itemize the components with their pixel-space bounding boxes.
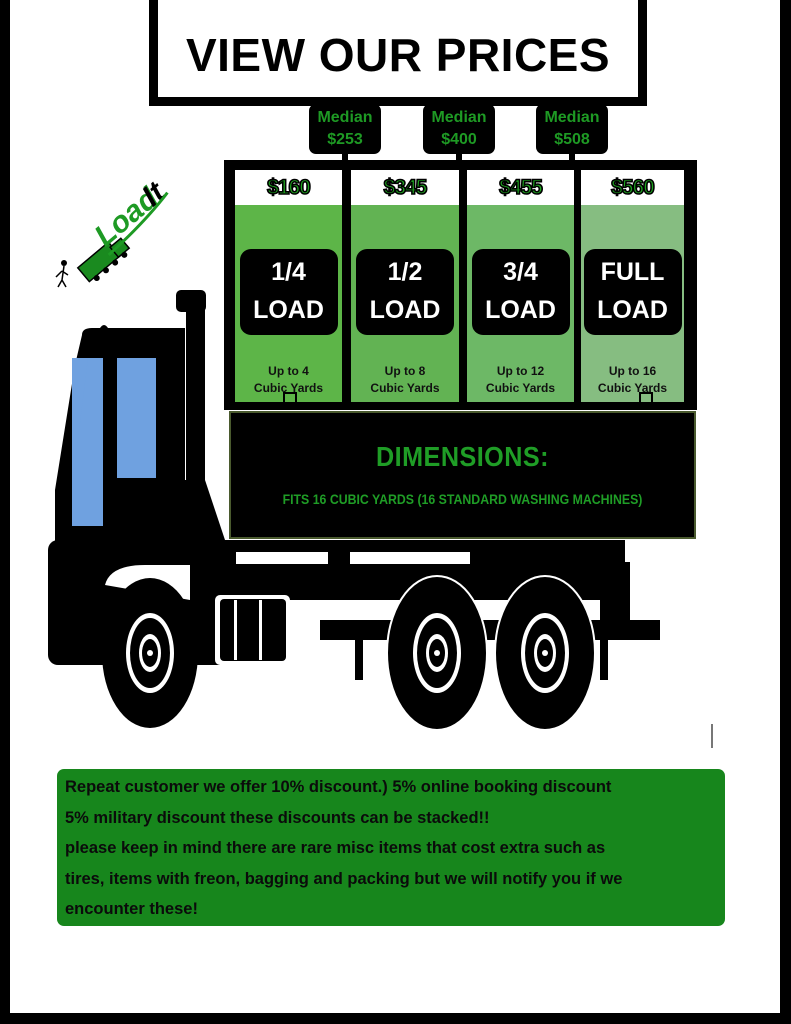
dimensions-detail: FITS 16 CUBIC YARDS (16 STANDARD WASHING… <box>282 491 643 507</box>
median-tag-full: Median $508 <box>536 104 608 166</box>
dimensions-panel: DIMENSIONS: FITS 16 CUBIC YARDS (16 STAN… <box>229 411 696 539</box>
price-band: $560 <box>581 170 684 205</box>
load-word: LOAD <box>485 296 556 324</box>
discount-note: Repeat customer we offer 10% discount.) … <box>57 769 725 926</box>
latch-icon <box>639 392 653 402</box>
cab-door-window <box>117 358 156 478</box>
load-fraction: 1/2 <box>387 258 423 286</box>
load-option-three-quarter[interactable]: $455 3/4 LOAD Up to 12 Cubic Yards <box>467 170 574 402</box>
capacity-text: Up to 8 Cubic Yards <box>351 363 459 397</box>
load-it-logo: Load It <box>52 165 177 290</box>
price: $160 <box>266 175 311 200</box>
note-line: encounter these! <box>65 900 198 918</box>
capacity-unit: Cubic Yards <box>370 381 440 395</box>
load-option-half[interactable]: $345 1/2 LOAD Up to 8 Cubic Yards <box>351 170 459 402</box>
load-badge: 1/4 LOAD <box>239 249 338 335</box>
price: $560 <box>610 175 655 200</box>
capacity-line: Up to 16 <box>608 364 657 378</box>
cargo-box: $160 1/4 LOAD Up to 4 Cubic Yards $345 1… <box>224 160 697 410</box>
load-word: LOAD <box>369 296 441 324</box>
median-value: $253 <box>327 131 363 148</box>
median-value: $400 <box>441 131 477 148</box>
load-badge: 3/4 LOAD <box>471 249 570 335</box>
median-label: Median <box>544 109 600 126</box>
dump-truck-with-movers-icon: Load It <box>55 175 173 288</box>
median-label: Median <box>317 109 373 126</box>
load-word: LOAD <box>253 296 324 324</box>
latch-icon <box>283 392 297 402</box>
capacity-line: Up to 8 <box>384 364 426 378</box>
capacity-line: Up to 4 <box>268 364 309 378</box>
load-word: LOAD <box>597 296 668 324</box>
note-line: tires, items with freon, bagging and pac… <box>65 869 623 888</box>
capacity-unit: Cubic Yards <box>597 381 668 395</box>
compartment-body: FULL LOAD Up to 16 Cubic Yards <box>581 205 684 402</box>
load-fraction: 1/4 <box>271 258 306 286</box>
title-banner: VIEW OUR PRICES <box>149 0 647 106</box>
note-line: 5% military discount these discounts can… <box>65 808 490 827</box>
load-fraction: 3/4 <box>503 258 538 286</box>
median-tag-three-quarter: Median $400 <box>423 104 495 166</box>
note-line: Repeat customer we offer 10% discount.) … <box>65 778 612 796</box>
note-line: please keep in mind there are rare misc … <box>65 839 606 857</box>
load-badge: 1/2 LOAD <box>356 249 454 335</box>
capacity-line: Up to 12 <box>496 364 545 378</box>
median-tag-half: Median $253 <box>309 104 381 166</box>
load-fraction: FULL <box>600 258 665 286</box>
page-title: VIEW OUR PRICES <box>185 29 611 81</box>
compartment-body: 3/4 LOAD Up to 12 Cubic Yards <box>467 205 574 402</box>
price: $345 <box>383 175 428 200</box>
rear-wheel-1 <box>386 575 488 731</box>
price: $455 <box>498 175 543 200</box>
capacity-unit: Cubic Yards <box>253 381 324 395</box>
price-band: $455 <box>467 170 574 205</box>
median-value: $508 <box>554 131 590 148</box>
load-option-full[interactable]: $560 FULL LOAD Up to 16 Cubic Yards <box>581 170 684 402</box>
dimensions-heading: DIMENSIONS: <box>376 441 549 472</box>
capacity-text: Up to 4 Cubic Yards <box>235 363 342 397</box>
rear-wheel-2 <box>494 575 596 731</box>
text-cursor-mark <box>711 724 713 748</box>
load-badge: FULL LOAD <box>583 249 682 335</box>
median-label: Median <box>431 109 487 126</box>
capacity-text: Up to 12 Cubic Yards <box>467 363 574 397</box>
front-wheel <box>102 578 198 728</box>
load-option-quarter[interactable]: $160 1/4 LOAD Up to 4 Cubic Yards <box>235 170 342 402</box>
capacity-unit: Cubic Yards <box>485 381 556 395</box>
compartment-body: 1/4 LOAD Up to 4 Cubic Yards <box>235 205 342 402</box>
capacity-text: Up to 16 Cubic Yards <box>581 363 684 397</box>
price-band: $345 <box>351 170 459 205</box>
price-band: $160 <box>235 170 342 205</box>
compartment-body: 1/2 LOAD Up to 8 Cubic Yards <box>351 205 459 402</box>
